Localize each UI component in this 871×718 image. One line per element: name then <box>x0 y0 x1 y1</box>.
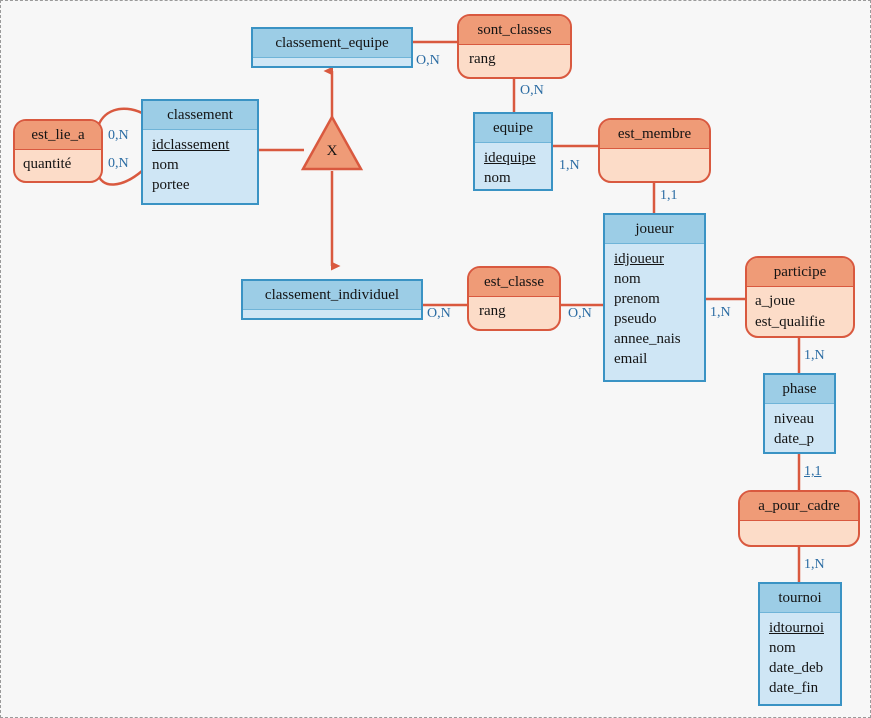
relationship-attributes: quantité <box>15 150 101 181</box>
attribute-key: idequipe <box>484 150 536 166</box>
relationship-a-pour-cadre[interactable]: a_pour_cadre <box>738 490 860 547</box>
cardinality-classement-equipe-sont-classes: O,N <box>416 53 440 68</box>
cardinality-est-lie-a-classement-bottom: 0,N <box>108 156 129 171</box>
attribute: portee <box>152 177 190 193</box>
attribute: pseudo <box>614 311 657 327</box>
attribute: a_joue <box>755 293 795 309</box>
cardinality-equipe-est-membre: 1,N <box>559 158 580 173</box>
relationship-title: a_pour_cadre <box>740 492 858 521</box>
entity-classement[interactable]: classement idclassement nom portee <box>141 99 259 205</box>
cardinality-est-lie-a-classement-top: 0,N <box>108 128 129 143</box>
entity-title: classement_individuel <box>243 281 421 310</box>
specialization-symbol[interactable]: X <box>303 117 361 169</box>
entity-title: tournoi <box>760 584 840 613</box>
entity-attributes: idclassement nom portee <box>143 130 257 201</box>
entity-title: equipe <box>475 114 551 143</box>
relationship-sont-classes[interactable]: sont_classes rang <box>457 14 572 79</box>
attribute-weak-key-text: niveau <box>774 411 814 427</box>
cardinality-joueur-participe: 1,N <box>710 305 731 320</box>
relationship-est-lie-a[interactable]: est_lie_a quantité <box>13 119 103 183</box>
cardinality-sont-classes-equipe: O,N <box>520 83 544 98</box>
cardinality-est-classe-joueur: O,N <box>568 306 592 321</box>
cardinality-phase-a-pour-cadre: 1,1 <box>804 464 822 479</box>
entity-title: classement_equipe <box>253 29 411 58</box>
attribute: nom <box>152 157 179 173</box>
attribute: nom <box>614 271 641 287</box>
entity-tournoi[interactable]: tournoi idtournoi nom date_deb date_fin <box>758 582 842 706</box>
attribute: date_deb <box>769 660 824 676</box>
entity-attributes <box>253 58 411 69</box>
attribute: rang <box>469 51 496 67</box>
entity-title: classement <box>143 101 257 130</box>
attribute-key: idclassement <box>152 137 230 153</box>
entity-classement-individuel[interactable]: classement_individuel <box>241 279 423 320</box>
attribute: date_fin <box>769 680 819 696</box>
attribute-weak-key: niveau <box>774 409 825 429</box>
entity-attributes: niveau date_p <box>765 404 834 455</box>
attribute: prenom <box>614 291 660 307</box>
relationship-title: sont_classes <box>459 16 570 45</box>
cardinality-est-membre-joueur: 1,1 <box>660 188 678 203</box>
entity-joueur[interactable]: joueur idjoueur nom prenom pseudo annee_… <box>603 213 706 382</box>
attribute: email <box>614 351 648 367</box>
relationship-est-classe[interactable]: est_classe rang <box>467 266 561 331</box>
entity-title: phase <box>765 375 834 404</box>
relationship-attributes: a_joue est_qualifie <box>747 287 853 336</box>
attribute: est_qualifie <box>755 314 825 330</box>
attribute-key: idtournoi <box>769 620 824 636</box>
attribute: date_p <box>774 431 814 447</box>
relationship-est-membre[interactable]: est_membre <box>598 118 711 183</box>
relationship-title: est_classe <box>469 268 559 297</box>
attribute: annee_nais <box>614 331 681 347</box>
attribute: nom <box>769 640 796 656</box>
relationship-participe[interactable]: participe a_joue est_qualifie <box>745 256 855 338</box>
specialization-label: X <box>326 143 338 159</box>
entity-attributes <box>243 310 421 321</box>
relationship-title: est_lie_a <box>15 121 101 150</box>
entity-classement-equipe[interactable]: classement_equipe <box>251 27 413 68</box>
entity-attributes: idtournoi nom date_deb date_fin <box>760 613 840 704</box>
cardinality-participe-phase: 1,N <box>804 348 825 363</box>
edge-est-lie-a-classement-bottom <box>95 170 143 186</box>
attribute: quantité <box>23 156 72 172</box>
attribute-key: idjoueur <box>614 251 664 267</box>
entity-attributes: idjoueur nom prenom pseudo annee_nais em… <box>605 244 704 375</box>
attribute: rang <box>479 303 506 319</box>
attribute: nom <box>484 170 511 186</box>
relationship-title: participe <box>747 258 853 287</box>
entity-attributes: idequipe nom <box>475 143 551 194</box>
relationship-attributes: rang <box>469 297 559 328</box>
cardinality-classement-individuel-est-classe: O,N <box>427 306 451 321</box>
cardinality-a-pour-cadre-tournoi: 1,N <box>804 557 825 572</box>
entity-equipe[interactable]: equipe idequipe nom <box>473 112 553 191</box>
entity-phase[interactable]: phase niveau date_p <box>763 373 836 454</box>
relationship-attributes: rang <box>459 45 570 76</box>
entity-title: joueur <box>605 215 704 244</box>
relationship-title: est_membre <box>600 120 709 149</box>
